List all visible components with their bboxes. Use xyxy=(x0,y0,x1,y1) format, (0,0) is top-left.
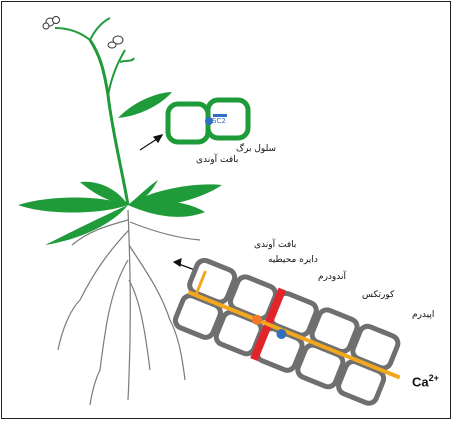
calcium-ion-symbol: Ca xyxy=(412,374,429,389)
calcium-ion-charge: 2+ xyxy=(429,373,439,383)
top-stem xyxy=(90,18,110,40)
label-leaf-cell: سلول برگ xyxy=(236,145,276,154)
bud xyxy=(120,58,134,62)
leaf-cell-pair xyxy=(168,100,248,142)
calcium-ion-label: Ca2+ xyxy=(412,374,439,388)
leaf-marker-label: SC2 xyxy=(212,118,226,125)
rosette-leaf-4 xyxy=(128,201,205,217)
arrow-to-root-section xyxy=(174,259,195,270)
label-root-vascular: بافت آوندی xyxy=(254,241,296,250)
upper-branch xyxy=(55,28,90,40)
label-endodermis: آندودرم xyxy=(318,273,346,282)
label-leaf-vascular: بافت آوندی xyxy=(196,156,238,165)
flower-top-right xyxy=(108,36,123,48)
label-cortex: کورتکس xyxy=(362,291,394,300)
arrow-to-leaf-cells xyxy=(140,135,162,150)
label-epidermis: اپیدرم xyxy=(412,311,434,320)
flower-stalk xyxy=(108,50,125,95)
plant-stem xyxy=(90,40,128,205)
stem-leaf xyxy=(118,92,172,118)
label-pericycle: دایره محیطیه xyxy=(268,256,318,265)
root-cross-section xyxy=(172,256,414,413)
